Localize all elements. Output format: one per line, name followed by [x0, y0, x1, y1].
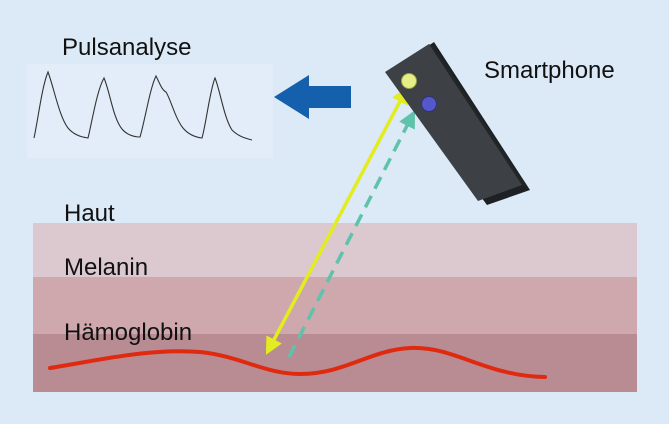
pulse-waveform-icon: [33, 70, 253, 141]
reflected-light-arrow: [287, 110, 415, 358]
left-arrow-icon: [274, 75, 351, 119]
camera-lens-icon: [421, 96, 437, 112]
emitted-light-arrow: [265, 86, 409, 355]
skin-label: Haut: [64, 200, 115, 227]
waveform-panel: [27, 64, 273, 158]
smartphone-icon: [385, 42, 530, 205]
smartphone-label: Smartphone: [484, 57, 615, 84]
hemoglobin-label: Hämoglobin: [64, 319, 193, 346]
phone-body: [385, 44, 522, 201]
phone-edge: [429, 44, 527, 188]
melanin-label: Melanin: [64, 254, 149, 281]
pulse-analysis-label: Pulsanalyse: [62, 34, 192, 61]
flash-led-icon: [401, 73, 417, 89]
blood-vessel-line: [48, 345, 547, 379]
